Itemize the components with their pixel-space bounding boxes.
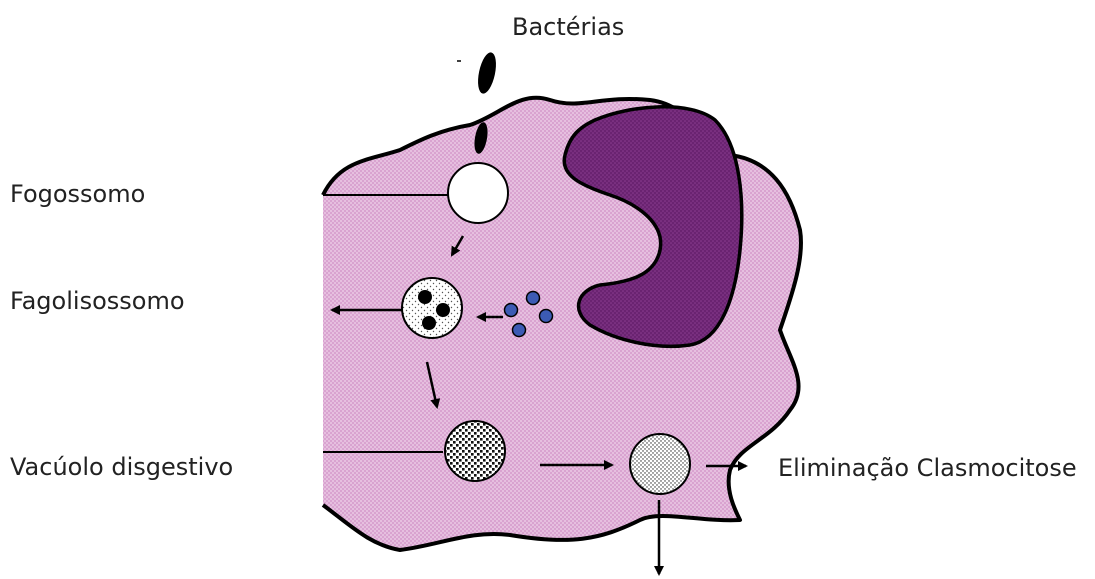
label-phagolysosome: Fagolisossomo bbox=[10, 289, 185, 313]
phagolysosome-bacterium bbox=[418, 290, 432, 304]
lysosome bbox=[540, 310, 553, 323]
phagolysosome-bacterium bbox=[436, 303, 450, 317]
bacterium-outside bbox=[475, 51, 499, 95]
digestive-vacuole bbox=[445, 421, 505, 481]
lysosome bbox=[527, 292, 540, 305]
label-bacteria: Bactérias bbox=[512, 15, 624, 39]
lysosome bbox=[505, 304, 518, 317]
label-phagosome: Fogossomo bbox=[10, 182, 145, 206]
residual-body bbox=[630, 434, 690, 494]
phagosome bbox=[448, 163, 508, 223]
label-elimination: Eliminação Clasmocitose bbox=[778, 456, 1077, 480]
label-digestive-vacuole: Vacúolo disgestivo bbox=[10, 455, 233, 479]
lysosome bbox=[513, 324, 526, 337]
phagolysosome-bacterium bbox=[422, 316, 436, 330]
